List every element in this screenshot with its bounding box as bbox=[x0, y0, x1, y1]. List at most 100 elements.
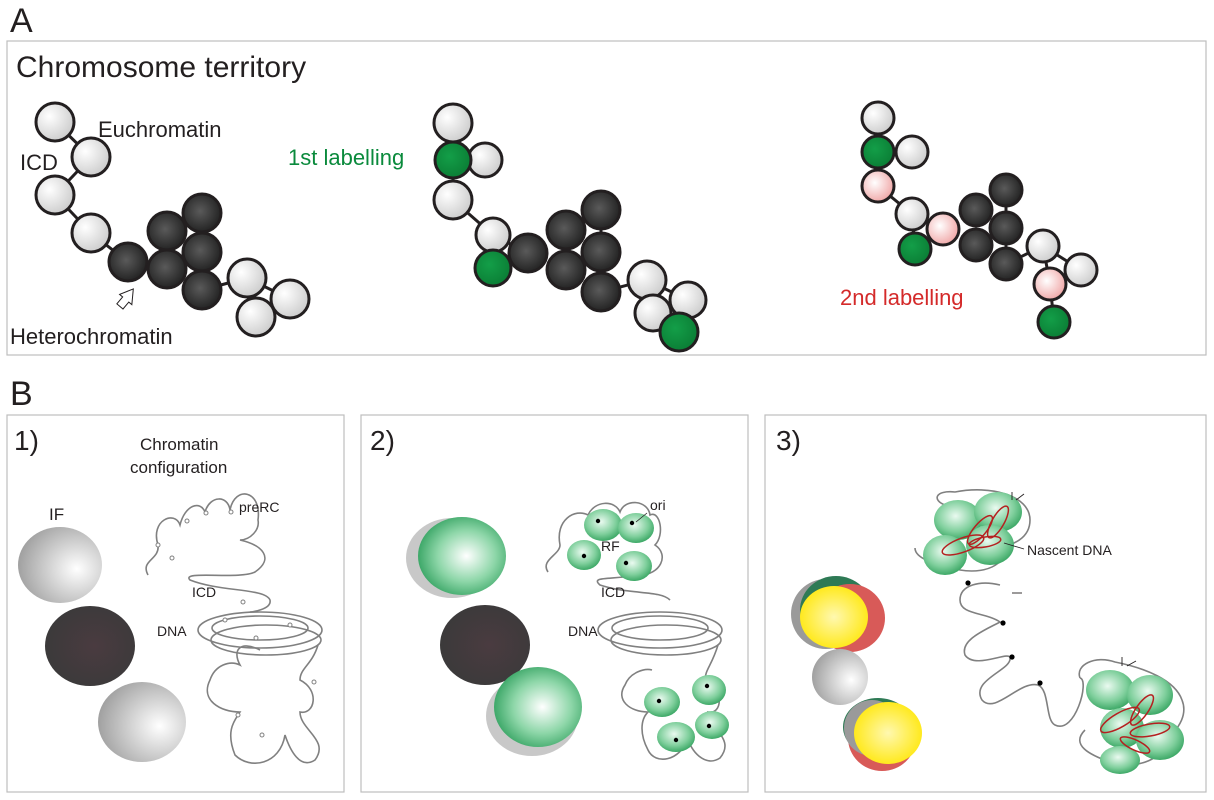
second-labelling-label: 2nd labelling bbox=[840, 285, 964, 310]
heterochromatin-domain bbox=[107, 241, 149, 283]
heterochromatin-domain bbox=[545, 249, 587, 291]
icd-label-b1: ICD bbox=[192, 584, 216, 600]
interphase-foci-grey bbox=[98, 682, 186, 762]
heterochromatin-domain bbox=[181, 192, 223, 234]
nascent-arrows bbox=[1011, 492, 1137, 667]
panel-b1-frame bbox=[6, 414, 345, 793]
prerc-label: preRC bbox=[239, 499, 279, 515]
euchromatin-domain bbox=[466, 141, 504, 179]
interphase-foci-grey bbox=[18, 527, 102, 603]
euchromatin-domain bbox=[860, 100, 896, 136]
heterochromatin-domain bbox=[181, 231, 223, 273]
panel-b2-frame bbox=[360, 414, 749, 793]
replicating-focus-green bbox=[494, 667, 582, 747]
first-labelled-domain bbox=[1036, 304, 1072, 340]
if-label: IF bbox=[49, 505, 64, 524]
first-labelled-domain bbox=[658, 311, 700, 353]
panel-b3-frame bbox=[764, 414, 1207, 793]
second-labelled-domain bbox=[860, 168, 896, 204]
panel-a-title: Chromosome territory bbox=[16, 51, 306, 84]
ori-pointer bbox=[635, 512, 648, 523]
euchromatin-domain bbox=[235, 296, 277, 338]
replicating-focus-green bbox=[418, 517, 506, 595]
euchromatin-domain bbox=[70, 212, 112, 254]
panel-b-letter: B bbox=[10, 375, 33, 413]
replication-factory bbox=[657, 722, 695, 752]
replication-factory bbox=[644, 687, 680, 717]
heterochromatin-domain bbox=[181, 269, 223, 311]
chromatin-config-line2: configuration bbox=[130, 458, 227, 477]
heterochromatin-domain bbox=[146, 210, 188, 252]
replication-factory bbox=[618, 513, 654, 543]
ori-label: ori bbox=[650, 497, 666, 513]
nascent-dna-label: Nascent DNA bbox=[1027, 542, 1112, 558]
nascent-dna-pointer bbox=[1003, 542, 1025, 550]
euchromatin-domain bbox=[894, 196, 930, 232]
replication-factories-3a bbox=[923, 492, 1022, 575]
euchromatin-domain bbox=[226, 257, 268, 299]
heterochromatin-domain bbox=[580, 189, 622, 231]
step-3-number: 3) bbox=[776, 425, 801, 456]
heterochromatin-domain bbox=[988, 172, 1024, 208]
heterochromatin-label: Heterochromatin bbox=[10, 324, 173, 349]
heterochromatin-domain bbox=[580, 271, 622, 313]
euchromatin-domain bbox=[894, 134, 930, 170]
dna-label-b1: DNA bbox=[157, 623, 187, 639]
heterochromatin-domain bbox=[988, 210, 1024, 246]
heterochromatin-domain bbox=[146, 248, 188, 290]
second-labelled-domain bbox=[1032, 266, 1068, 302]
focus-yellow bbox=[854, 702, 922, 764]
euchromatin-domain bbox=[474, 216, 512, 254]
euchromatin-domain bbox=[1063, 252, 1099, 288]
chromatin-chain-3 bbox=[860, 100, 1099, 340]
panel-a-frame bbox=[6, 40, 1207, 356]
focus-yellow bbox=[800, 586, 868, 648]
rf-label: RF bbox=[601, 538, 620, 554]
origins-2 bbox=[581, 518, 712, 743]
heterochromatin-domain bbox=[545, 209, 587, 251]
euchromatin-domain bbox=[1025, 228, 1061, 264]
interphase-foci-dark bbox=[45, 606, 135, 686]
nascent-dna-strands-b bbox=[1099, 694, 1171, 754]
focus-grey bbox=[812, 649, 868, 705]
euchromatin-domain bbox=[432, 102, 474, 144]
step-1-number: 1) bbox=[14, 425, 39, 456]
euchromatin-label: Euchromatin bbox=[98, 117, 222, 142]
panel-a-letter: A bbox=[10, 2, 33, 40]
nascent-dna-strands-a bbox=[941, 505, 1010, 556]
replication-factory bbox=[692, 675, 726, 705]
replication-factory bbox=[616, 551, 652, 581]
euchromatin-domain bbox=[70, 136, 112, 178]
heterochromatin-domain bbox=[507, 232, 549, 274]
chromatin-chain-1 bbox=[34, 101, 311, 338]
fork-markers-3 bbox=[965, 580, 1043, 686]
icd-label-b2: ICD bbox=[601, 584, 625, 600]
heterochromatin-arrow-icon bbox=[116, 288, 134, 310]
chromatin-fibre-1 bbox=[145, 493, 323, 764]
heterochromatin-domain bbox=[988, 246, 1024, 282]
step-2-number: 2) bbox=[370, 425, 395, 456]
dna-label-b2: DNA bbox=[568, 623, 598, 639]
euchromatin-domain bbox=[34, 101, 76, 143]
first-labelled-domain bbox=[473, 248, 513, 288]
first-labelling-label: 1st labelling bbox=[288, 145, 404, 170]
heterochromatin-domain bbox=[958, 192, 994, 228]
first-labelled-domain bbox=[897, 231, 933, 267]
interphase-foci-dark bbox=[440, 605, 530, 685]
heterochromatin-domain bbox=[958, 227, 994, 263]
euchromatin-domain bbox=[269, 278, 311, 320]
icd-label-a: ICD bbox=[20, 150, 58, 175]
second-labelled-domain bbox=[925, 211, 961, 247]
first-labelled-domain bbox=[433, 140, 473, 180]
euchromatin-domain bbox=[432, 179, 474, 221]
heterochromatin-domain bbox=[580, 231, 622, 273]
chromatin-config-line1: Chromatin bbox=[140, 435, 218, 454]
chromatin-chain-2 bbox=[432, 102, 708, 353]
euchromatin-domain bbox=[626, 259, 668, 301]
replication-factories-3b bbox=[1086, 670, 1184, 774]
replication-factory bbox=[695, 711, 729, 739]
replication-factory bbox=[584, 509, 622, 541]
first-labelled-domain bbox=[860, 134, 896, 170]
euchromatin-domain bbox=[34, 174, 76, 216]
